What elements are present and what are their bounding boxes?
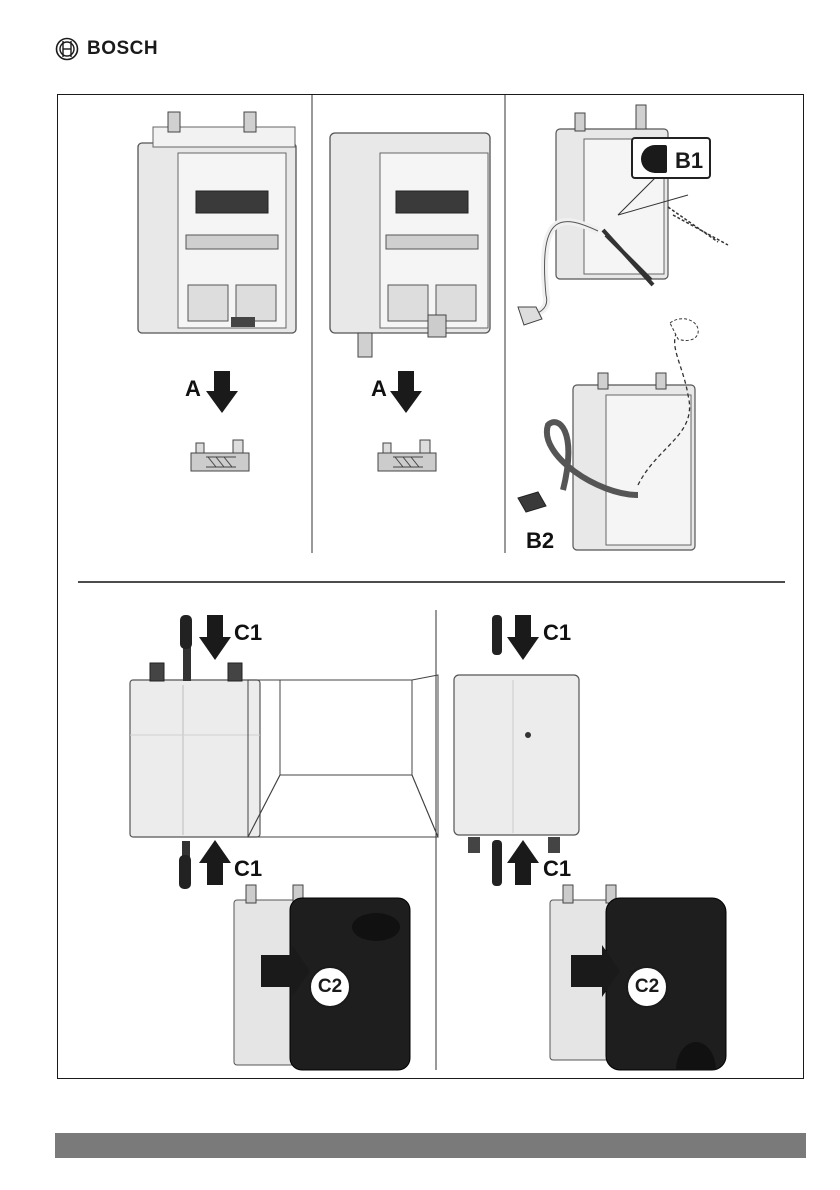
device-back-panel-1 bbox=[138, 112, 296, 333]
step-a-label-2: A bbox=[371, 378, 387, 400]
step-c2-badge-right: C2 bbox=[626, 966, 668, 1008]
step-b1-label: B1 bbox=[675, 148, 703, 174]
footer-bar bbox=[55, 1133, 806, 1158]
step-c1-label-bottom-right: C1 bbox=[543, 858, 571, 880]
step-b2-label: B2 bbox=[526, 530, 554, 552]
step-c1-label-top-right: C1 bbox=[543, 622, 571, 644]
bracket-2 bbox=[378, 440, 436, 471]
brand-name: BOSCH bbox=[87, 38, 158, 60]
step-b1-callout: B1 bbox=[631, 137, 711, 179]
step-c2-badge-left: C2 bbox=[309, 966, 351, 1008]
brand-logo: BOSCH bbox=[55, 37, 158, 61]
installation-figure: A A B1 B2 C1 C1 C1 C1 C2 C2 bbox=[57, 94, 804, 1079]
step-c1-label-bottom-left: C1 bbox=[234, 858, 262, 880]
step-c2-label-right: C2 bbox=[635, 976, 659, 997]
step-a-label-1: A bbox=[185, 378, 201, 400]
arrow-c1-bottom-right bbox=[507, 840, 539, 885]
arrow-a-2 bbox=[390, 371, 422, 413]
grommet-icon bbox=[641, 145, 667, 173]
arrow-c1-top-right bbox=[507, 615, 539, 660]
arrow-c1-bottom-left bbox=[199, 840, 231, 885]
bracket-1 bbox=[191, 440, 249, 471]
installation-illustration bbox=[58, 95, 805, 1080]
arrow-c1-top-left bbox=[199, 615, 231, 660]
step-c1-label-top-left: C1 bbox=[234, 622, 262, 644]
device-front-bottom-right bbox=[454, 615, 579, 886]
step-c2-label-left: C2 bbox=[318, 976, 342, 997]
zoom-connector bbox=[248, 675, 438, 837]
device-back-panel-2 bbox=[330, 133, 490, 357]
bosch-armature-icon bbox=[55, 37, 79, 61]
arrow-a-1 bbox=[206, 371, 238, 413]
device-cable-feed bbox=[518, 319, 698, 550]
device-front-bottom-left bbox=[130, 615, 260, 889]
